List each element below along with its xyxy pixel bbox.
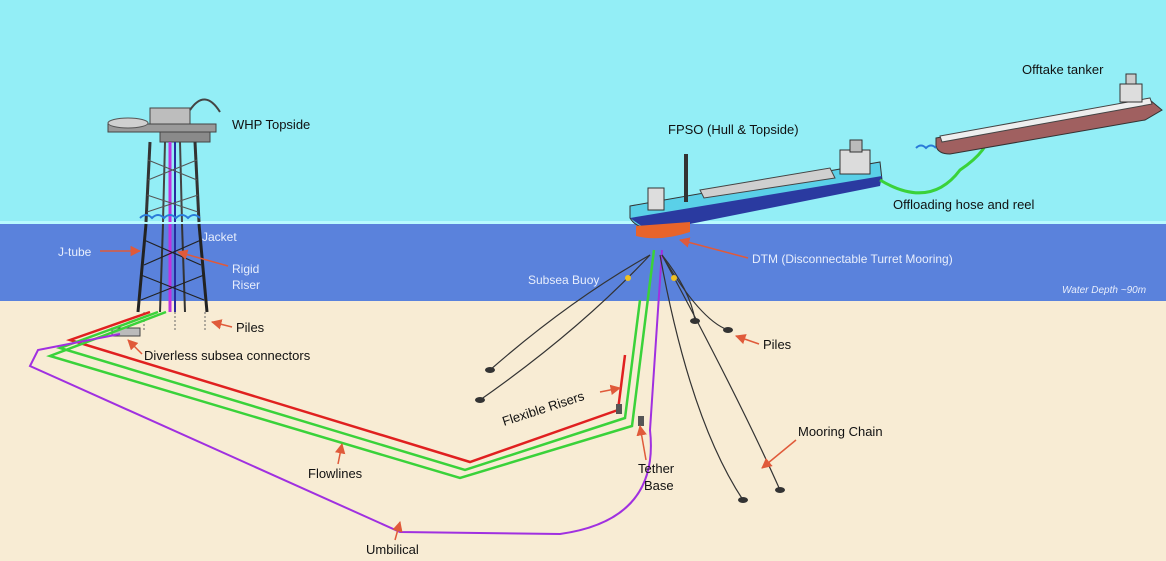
sea-surface-line <box>0 221 1166 224</box>
label-mooring-chain: Mooring Chain <box>798 424 883 439</box>
label-j-tube: J-tube <box>58 245 92 259</box>
label-water-depth: Water Depth ~90m <box>1062 285 1146 296</box>
label-piles-left: Piles <box>236 320 265 335</box>
label-offloading-hose: Offloading hose and reel <box>893 197 1035 212</box>
label-tether-2: Base <box>644 478 674 493</box>
label-umbilical: Umbilical <box>366 542 419 557</box>
label-fpso: FPSO (Hull & Topside) <box>668 122 799 137</box>
label-jacket: Jacket <box>202 230 237 244</box>
anchor-piles <box>475 318 785 503</box>
label-rigid-riser-1: Rigid <box>232 262 259 276</box>
label-rigid-riser-2: Riser <box>232 278 260 292</box>
fpso-vessel <box>629 139 883 239</box>
label-tether-1: Tether <box>638 461 675 476</box>
label-offtake-tanker: Offtake tanker <box>1022 62 1104 77</box>
label-whp-topside: WHP Topside <box>232 117 310 132</box>
whp-platform <box>107 98 221 337</box>
offtake-tanker-vessel <box>915 73 1163 155</box>
tether-base-shape <box>616 404 644 426</box>
subsea-buoy-shape <box>625 275 631 281</box>
label-dtm: DTM (Disconnectable Turret Mooring) <box>752 252 953 266</box>
label-flowlines: Flowlines <box>308 466 363 481</box>
label-diverless: Diverless subsea connectors <box>144 348 311 363</box>
label-subsea-buoy: Subsea Buoy <box>528 273 599 287</box>
label-piles-right: Piles <box>763 337 792 352</box>
sky-region <box>0 0 1166 223</box>
mooring-chains <box>479 254 781 501</box>
